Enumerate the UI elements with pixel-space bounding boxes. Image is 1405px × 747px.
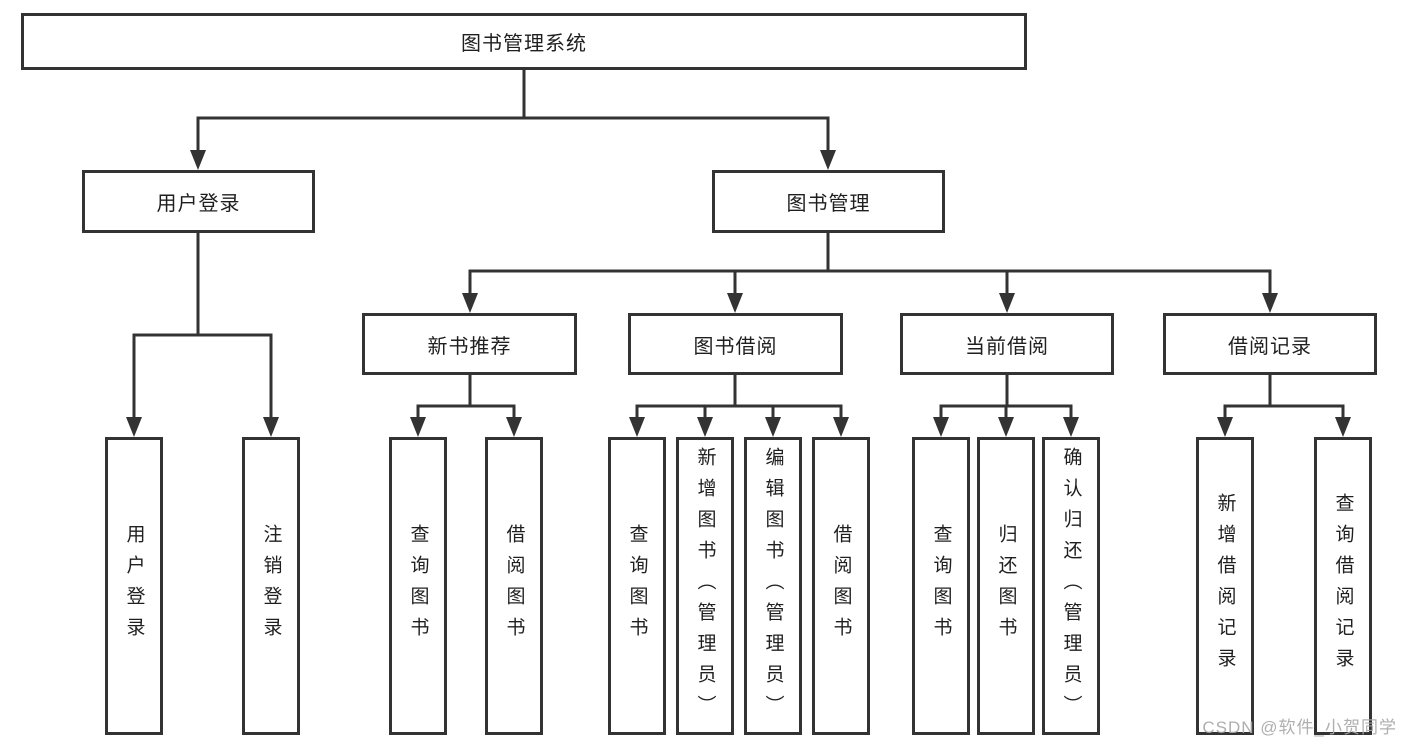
leaf-newbook-query-books: 查询图书 bbox=[389, 437, 447, 735]
arrow-newbook bbox=[462, 293, 478, 313]
edge-userlogin-bar bbox=[132, 333, 273, 421]
node-user-login: 用户登录 bbox=[82, 170, 315, 233]
leaf-currentborrow-query-books: 查询图书 bbox=[912, 437, 970, 735]
arrow-bookborrow bbox=[727, 293, 743, 313]
node-root: 图书管理系统 bbox=[21, 13, 1027, 70]
arrow-leaf-bb-add bbox=[697, 417, 713, 437]
arrow-leaf-cb-confirm bbox=[1063, 417, 1079, 437]
arrow-bookmgmt bbox=[820, 150, 836, 170]
node-borrow-record: 借阅记录 bbox=[1163, 313, 1377, 375]
edge-borrowrecord-bar bbox=[1223, 404, 1345, 422]
arrow-leaf-br-add bbox=[1217, 417, 1233, 437]
arrow-leaf-bb-borrow bbox=[833, 417, 849, 437]
leaf-newbook-borrow-books-label: 借阅图书 bbox=[503, 524, 525, 648]
leaf-logout: 注销登录 bbox=[242, 437, 300, 735]
leaf-bookborrow-add-books-label: 新增图书（管理员） bbox=[694, 446, 716, 726]
leaf-currentborrow-confirm-return-label: 确认归还（管理员） bbox=[1060, 446, 1082, 726]
node-book-mgmt-label: 图书管理 bbox=[786, 193, 871, 215]
arrowheads bbox=[126, 150, 1351, 437]
arrow-leaf-cb-query bbox=[933, 417, 949, 437]
arrow-leaf-logout bbox=[263, 417, 279, 437]
leaf-user-login: 用户登录 bbox=[105, 437, 163, 735]
leaf-currentborrow-return-books-label: 归还图书 bbox=[995, 524, 1017, 648]
csdn-watermark: CSDN @软件_小贺同学 bbox=[1202, 718, 1397, 737]
leaf-bookborrow-query-books: 查询图书 bbox=[608, 437, 666, 735]
leaf-record-query: 查询借阅记录 bbox=[1314, 437, 1372, 735]
arrow-borrowrecord bbox=[1262, 293, 1278, 313]
leaf-record-query-label: 查询借阅记录 bbox=[1332, 493, 1354, 679]
leaf-bookborrow-query-books-label: 查询图书 bbox=[626, 524, 648, 648]
node-book-mgmt: 图书管理 bbox=[712, 170, 945, 233]
leaf-bookborrow-edit-books-label: 编辑图书（管理员） bbox=[762, 446, 784, 726]
node-root-label: 图书管理系统 bbox=[461, 33, 587, 55]
leaf-bookborrow-add-books: 新增图书（管理员） bbox=[676, 437, 734, 735]
node-new-book-recommend: 新书推荐 bbox=[362, 313, 577, 375]
edge-bookborrow-bar bbox=[635, 404, 843, 422]
node-current-borrow-label: 当前借阅 bbox=[965, 335, 1049, 358]
node-user-login-label: 用户登录 bbox=[156, 193, 241, 215]
leaf-bookborrow-borrow-books-label: 借阅图书 bbox=[830, 524, 852, 648]
edge-bookmgmt-bar bbox=[468, 269, 1272, 297]
arrow-leaf-bb-query bbox=[629, 417, 645, 437]
arrow-leaf-cb-return bbox=[998, 417, 1014, 437]
node-borrow-record-label: 借阅记录 bbox=[1228, 335, 1312, 358]
arrow-leaf-bb-edit bbox=[765, 417, 781, 437]
leaf-bookborrow-edit-books: 编辑图书（管理员） bbox=[744, 437, 802, 735]
arrow-leaf-user-login bbox=[126, 417, 142, 437]
leaf-currentborrow-query-books-label: 查询图书 bbox=[930, 524, 952, 648]
arrow-currentborrow bbox=[999, 293, 1015, 313]
node-current-borrow: 当前借阅 bbox=[900, 313, 1114, 375]
edge-newbook-bar bbox=[416, 404, 516, 422]
arrow-userlogin bbox=[190, 150, 206, 170]
node-book-borrow-label: 图书借阅 bbox=[693, 335, 778, 358]
leaf-currentborrow-confirm-return: 确认归还（管理员） bbox=[1042, 437, 1100, 735]
leaf-logout-label: 注销登录 bbox=[260, 524, 282, 648]
leaf-bookborrow-borrow-books: 借阅图书 bbox=[812, 437, 870, 735]
leaf-record-add: 新增借阅记录 bbox=[1196, 437, 1254, 735]
edge-root-bar bbox=[196, 116, 830, 153]
arrow-leaf-nb-borrow bbox=[506, 417, 522, 437]
arrow-leaf-nb-query bbox=[410, 417, 426, 437]
leaf-newbook-borrow-books: 借阅图书 bbox=[485, 437, 543, 735]
leaf-record-add-label: 新增借阅记录 bbox=[1214, 493, 1236, 679]
node-book-borrow: 图书借阅 bbox=[628, 313, 843, 375]
leaf-currentborrow-return-books: 归还图书 bbox=[977, 437, 1035, 735]
arrow-leaf-br-query bbox=[1335, 417, 1351, 437]
leaf-user-login-label: 用户登录 bbox=[123, 524, 145, 648]
leaf-newbook-query-books-label: 查询图书 bbox=[407, 524, 429, 648]
node-new-book-recommend-label: 新书推荐 bbox=[427, 335, 512, 358]
